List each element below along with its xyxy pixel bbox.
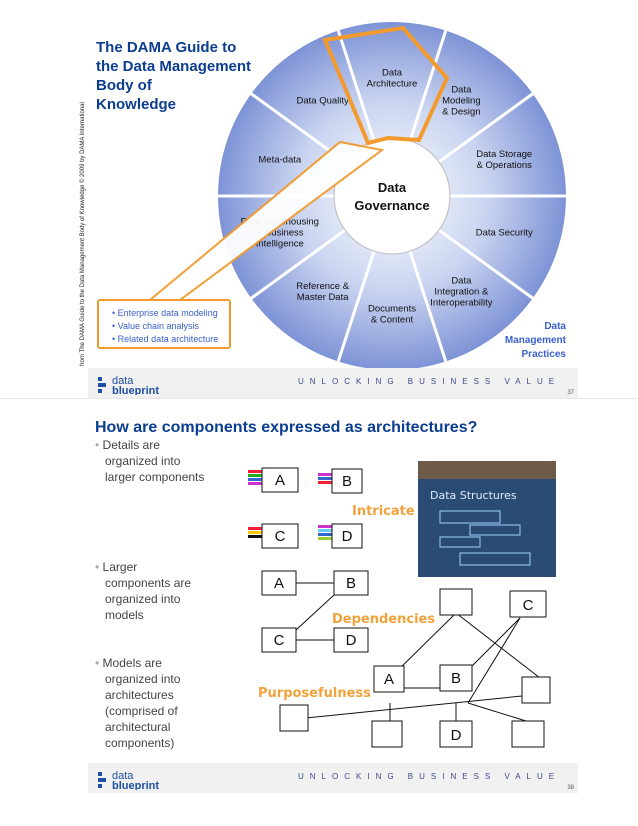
footer-tagline: UNLOCKING BUSINESS VALUE	[298, 772, 561, 781]
label-B: B	[346, 575, 356, 592]
wheel-segment-label: & Business	[256, 227, 304, 238]
wheel-spoke	[336, 30, 376, 142]
stripe-icon	[248, 470, 262, 485]
page-number: 38	[567, 785, 574, 791]
box-C-arch	[509, 590, 547, 618]
wheel-segment-label: Documents	[368, 304, 416, 315]
page-number: 37	[567, 390, 574, 396]
wheel-segment-label: Data	[451, 275, 472, 286]
wheel-segment-label: Data	[382, 68, 403, 79]
wheel-segment-label: Architecture	[367, 79, 418, 90]
box-empty	[511, 720, 545, 748]
stripe-icon	[248, 527, 262, 538]
wheel-spoke	[438, 92, 534, 164]
label-D: D	[342, 528, 353, 545]
wheel-segment-label: & Content	[371, 315, 414, 326]
label-B: B	[451, 670, 461, 687]
label-A: A	[274, 575, 284, 592]
wheel-segment-label: Data Quality	[297, 96, 350, 107]
slide2-title: How are components expressed as architec…	[95, 419, 478, 436]
label-B: B	[342, 473, 352, 490]
label-D: D	[451, 727, 462, 744]
box-empty	[439, 588, 473, 616]
svg-text:blueprint: blueprint	[112, 385, 159, 395]
wheel-segment-label: Reference &	[296, 281, 349, 292]
label-C: C	[523, 597, 534, 614]
box-C-dep	[261, 627, 297, 653]
slide-38: How are components expressed as architec…	[0, 413, 638, 826]
wheel-segment-label: & Design	[442, 107, 481, 118]
callout-box	[97, 299, 231, 349]
architecture-diagrams: A B C D Intricate Data Structures	[248, 461, 556, 748]
wheel-segment-label: Interoperability	[430, 297, 493, 308]
purposefulness-label: Purposefulness	[258, 686, 371, 701]
stripe-icon	[318, 473, 332, 484]
wheel-spoke	[408, 250, 448, 362]
intricate-group: A B C D Intricate	[248, 467, 415, 549]
label-C: C	[274, 632, 285, 649]
center-label-2: Governance	[354, 198, 429, 213]
wheel-segment-label: & Operations	[476, 160, 532, 171]
wheel-segment-label: Data Security	[476, 227, 533, 238]
label-C: C	[275, 528, 286, 545]
wheel-spoke	[438, 228, 534, 300]
slide2-footer: data blueprint UNLOCKING BUSINESS VALUE …	[88, 763, 578, 793]
bullet-2: • Larger components are organized into m…	[95, 560, 192, 622]
bullet-3: • Models are organized into architecture…	[95, 656, 181, 750]
slide-37: from The DAMA Guide to the Data Manageme…	[0, 0, 638, 400]
center-label-1: Data	[378, 180, 407, 195]
dependencies-label: Dependencies	[332, 612, 435, 627]
label-A: A	[384, 671, 394, 688]
callout-bullet: • Related data architecture	[112, 334, 219, 344]
box-A-dep	[261, 570, 297, 596]
wheel-segment-label: Modeling	[442, 96, 481, 107]
data-blueprint-logo: data blueprint	[96, 768, 196, 792]
label-A: A	[275, 472, 285, 489]
box-B-dep	[333, 570, 369, 596]
wheel-segment-label: Data Storage	[476, 149, 532, 160]
box-B-intricate	[331, 468, 363, 494]
box-empty	[279, 704, 309, 732]
box-D-arch	[439, 720, 473, 748]
svg-text:data: data	[112, 375, 134, 387]
wheel-spoke	[336, 250, 376, 362]
architecture-group	[279, 588, 551, 748]
wheel-segment-label: Integration &	[434, 286, 489, 297]
wheel-segment-label: Intelligence	[256, 238, 304, 249]
wheel-spoke	[408, 30, 448, 142]
svg-text:data: data	[112, 770, 134, 782]
dependencies-group: A B C D Dependencies	[261, 570, 435, 653]
callout-bullet: • Enterprise data modeling	[112, 308, 218, 318]
practices-label: Data Management Practices	[504, 321, 566, 360]
data-structures-photo: Data Structures	[418, 461, 556, 577]
callout-bullets: • Enterprise data modeling • Value chain…	[112, 307, 218, 346]
callout-bullet: • Value chain analysis	[112, 321, 200, 331]
stripe-icon	[318, 525, 332, 540]
highlight-wedge	[322, 25, 450, 146]
box-empty	[521, 676, 551, 704]
box-B-arch	[439, 664, 473, 692]
wheel-segment-label: Master Data	[297, 292, 349, 303]
wheel-segment-label: Meta-data	[258, 155, 301, 166]
photo-caption: Data Structures	[430, 489, 517, 502]
slide-divider	[0, 398, 638, 415]
box-C-intricate	[261, 523, 299, 549]
wheel-spoke	[250, 228, 346, 300]
box-A-arch	[373, 665, 405, 693]
slide1-footer: data blueprint UNLOCKING BUSINESS VALUE …	[88, 368, 578, 398]
box-A-intricate	[261, 467, 299, 493]
wheel-segment-label: Data	[451, 85, 472, 96]
bullet-1: • Details are organized into larger comp…	[95, 438, 205, 484]
footer-tagline: UNLOCKING BUSINESS VALUE	[298, 377, 561, 386]
svg-text:blueprint: blueprint	[112, 780, 159, 790]
box-D-dep	[333, 627, 369, 653]
box-D-intricate	[331, 523, 363, 549]
slide1-title: The DAMA Guide to the Data Management Bo…	[96, 39, 252, 113]
intricate-label: Intricate	[352, 504, 415, 519]
box-empty	[371, 720, 403, 748]
data-blueprint-logo: data blueprint	[96, 373, 196, 397]
label-D: D	[346, 632, 357, 649]
